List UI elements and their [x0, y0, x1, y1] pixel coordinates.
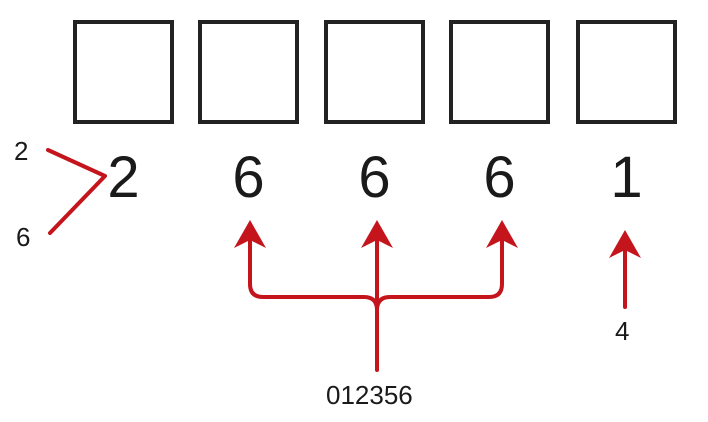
arrowhead-digit-5: [609, 230, 641, 258]
annotation-shared: 012356: [326, 380, 413, 410]
slot-2-count: 6: [232, 145, 265, 210]
arrowhead-digit-4: [486, 220, 518, 248]
digit-slot-1: [73, 20, 174, 124]
slot-4-count: 6: [483, 145, 516, 210]
slot-3-count: 6: [358, 145, 391, 210]
slot-1-count: 2: [107, 145, 140, 210]
arrowhead-digit-2: [234, 220, 266, 248]
branch-to-digit-4: [375, 238, 504, 312]
branch-to-digit-2: [248, 238, 379, 372]
digit-slot-3: [324, 20, 425, 124]
slot-5-count: 1: [610, 145, 643, 210]
annotation-last: 4: [615, 316, 630, 346]
annotation-top-left: 2: [14, 136, 29, 166]
annotation-bottom-left: 6: [16, 222, 31, 252]
digit-slot-5: [576, 20, 677, 124]
digit-slot-4: [449, 20, 550, 124]
digit-slot-2: [198, 20, 299, 124]
left-bracket-connector: [46, 148, 107, 235]
arrowhead-digit-3: [361, 220, 393, 248]
